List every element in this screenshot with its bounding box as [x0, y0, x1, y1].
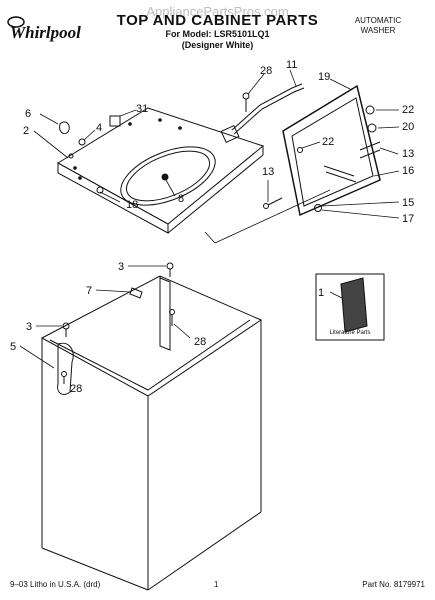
top-panel — [57, 107, 265, 234]
callout-6: 6 — [25, 108, 31, 120]
callout-17: 17 — [402, 213, 414, 225]
callout-7: 7 — [86, 285, 92, 297]
footer-page-number: 1 — [214, 580, 219, 589]
callout-28-low: 28 — [70, 383, 82, 395]
variant-line: (Designer White) — [181, 40, 254, 50]
watermark-text: AppliancePartsPros.com — [146, 4, 289, 19]
product-type: AUTOMATIC WASHER — [333, 16, 423, 36]
callout-28-mid: 28 — [194, 336, 206, 348]
page-title: TOP AND CABINET PARTS — [116, 12, 319, 29]
callout-5: 5 — [10, 341, 16, 353]
callout-16: 16 — [402, 165, 414, 177]
callout-31: 31 — [136, 103, 148, 115]
callout-20: 20 — [402, 121, 414, 133]
literature-parts-label: Literature Parts — [329, 330, 370, 336]
footer-litho: 9–03 Litho in U.S.A. (drd) — [10, 580, 101, 589]
hinge-hardware — [263, 105, 381, 212]
callout-28-top: 28 — [260, 65, 272, 77]
callout-13-right: 13 — [402, 148, 414, 160]
callout-19: 19 — [318, 71, 330, 83]
callout-4: 4 — [96, 122, 102, 134]
callout-15: 15 — [402, 197, 414, 209]
leader-lines — [19, 69, 400, 369]
callout-3-lower: 3 — [26, 321, 32, 333]
callout-22-left: 22 — [322, 136, 334, 148]
top-small-hardware — [59, 115, 121, 159]
lid-assembly — [282, 84, 381, 217]
product-type-line2: WASHER — [360, 26, 396, 35]
callout-8: 8 — [178, 193, 184, 205]
callout-11: 11 — [286, 59, 297, 71]
model-line: For Model: LSR5101LQ1 — [165, 29, 270, 39]
callout-3-upper: 3 — [118, 261, 124, 273]
callout-2: 2 — [23, 125, 29, 137]
product-type-line1: AUTOMATIC — [354, 16, 402, 25]
screw-28-top — [242, 92, 250, 112]
callout-18: 18 — [126, 199, 138, 211]
cabinet — [40, 275, 263, 591]
lid-switch-harness — [220, 83, 305, 144]
cabinet-hardware — [61, 262, 175, 384]
callout-1: 1 — [318, 287, 324, 299]
whirlpool-logo: Whirlpool — [7, 16, 81, 42]
brand-name: Whirlpool — [10, 23, 81, 42]
literature-booklet — [315, 273, 385, 341]
callout-22-right: 22 — [402, 104, 414, 116]
footer-part-number: Part No. 8179971 — [362, 580, 425, 589]
callout-13-left: 13 — [262, 166, 274, 178]
